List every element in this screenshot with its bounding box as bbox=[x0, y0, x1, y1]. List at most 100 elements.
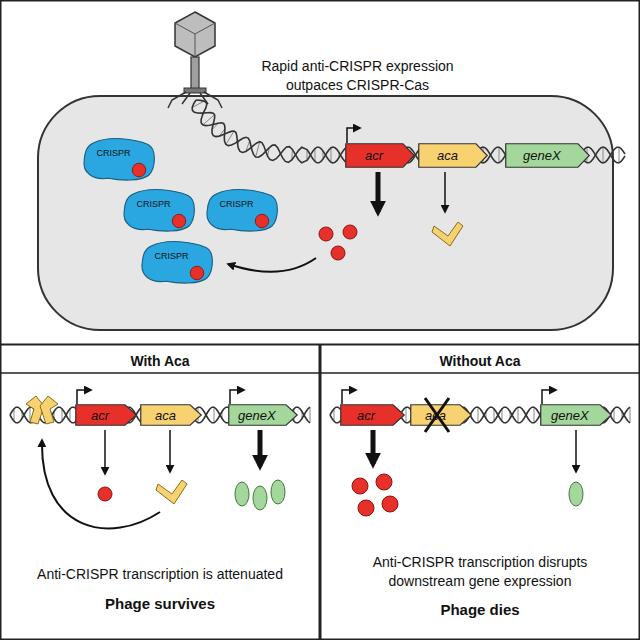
crispr-complex: CRISPR bbox=[82, 137, 157, 182]
dna-strand bbox=[330, 407, 630, 423]
gene-body bbox=[76, 405, 137, 426]
dna-strand bbox=[330, 407, 630, 423]
bound-acr-protein bbox=[255, 214, 269, 228]
complex-label: CRISPR bbox=[154, 251, 200, 275]
thick-expression-arrow bbox=[371, 430, 376, 464]
bound-acr-protein bbox=[190, 266, 204, 280]
phage-head-facet bbox=[195, 34, 196, 57]
crispr-protein bbox=[84, 139, 154, 181]
gene-arrow: aca bbox=[410, 404, 472, 426]
gene-arrow: acr bbox=[340, 404, 405, 426]
bound-acr-protein bbox=[132, 163, 146, 177]
acr-protein bbox=[376, 474, 392, 490]
panel-heading: Without Aca bbox=[320, 352, 640, 371]
dna-strand bbox=[10, 407, 310, 423]
crispr-shape bbox=[82, 137, 157, 182]
crispr-complex: CRISPR bbox=[140, 240, 215, 285]
gene-label: aca bbox=[410, 408, 446, 423]
genex-protein bbox=[569, 482, 583, 506]
dna-rung bbox=[14, 407, 310, 423]
complex-label: CRISPR bbox=[96, 148, 142, 172]
acr-protein bbox=[352, 478, 368, 494]
gene-arrow: aca bbox=[140, 404, 202, 426]
crispr-shape bbox=[205, 188, 280, 233]
crispr-protein bbox=[142, 242, 212, 284]
acr-protein bbox=[382, 496, 398, 512]
dna-helix bbox=[10, 100, 630, 423]
panel-heading: With Aca bbox=[0, 352, 320, 371]
gene-body bbox=[341, 405, 405, 426]
genex-protein bbox=[235, 482, 249, 506]
gene-arrow: aca bbox=[418, 143, 488, 168]
panel: Without AcaAnti-CRISPR transcription dis… bbox=[320, 344, 640, 640]
promoter-arrow bbox=[342, 390, 356, 404]
gene-body bbox=[506, 144, 590, 168]
gene-arrow: acr bbox=[345, 143, 415, 168]
gene-label: geneX bbox=[228, 408, 276, 423]
complex-label: CRISPR bbox=[219, 199, 265, 223]
phage-head bbox=[175, 12, 215, 57]
outcome-label: Phage dies bbox=[330, 600, 630, 620]
gene-body bbox=[141, 405, 202, 426]
feedback-arrow bbox=[42, 440, 160, 528]
thin-expression-arrow bbox=[575, 430, 577, 472]
gene-label: aca bbox=[418, 148, 458, 163]
thick-expression-arrow bbox=[376, 172, 381, 212]
gene-body bbox=[411, 405, 472, 426]
caption-text: Anti-CRISPR transcription disrupts downs… bbox=[350, 553, 610, 591]
thick-expression-arrow bbox=[258, 430, 263, 466]
thin-expression-arrow bbox=[444, 172, 446, 212]
crispr-protein bbox=[207, 190, 277, 232]
gene-arrow: acr bbox=[75, 404, 137, 426]
aca-protein bbox=[156, 480, 187, 504]
promoter-arrow bbox=[542, 390, 556, 404]
gene-body bbox=[419, 144, 488, 168]
acr-protein bbox=[343, 225, 357, 239]
thin-expression-arrow bbox=[169, 430, 171, 472]
caption-text: Anti-CRISPR transcription is attenuated bbox=[10, 565, 310, 584]
acr-protein bbox=[319, 227, 333, 241]
dna-strand bbox=[10, 407, 310, 423]
phage-head-facet bbox=[195, 23, 215, 34]
thin-expression-arrow bbox=[104, 430, 106, 474]
acr-protein bbox=[331, 246, 345, 260]
phage-baseplate bbox=[184, 88, 206, 93]
phage-tail bbox=[191, 57, 199, 89]
bound-acr-protein bbox=[172, 214, 186, 228]
promoter-arrow bbox=[77, 390, 91, 404]
bacterial-cell bbox=[38, 96, 613, 330]
gene-label: acr bbox=[345, 148, 383, 163]
phage-head-facet bbox=[175, 23, 195, 34]
header-divider bbox=[0, 372, 640, 374]
gene-label: aca bbox=[140, 408, 176, 423]
gene-body bbox=[346, 144, 415, 168]
crispr-complex: CRISPR bbox=[122, 188, 197, 233]
gene-label: acr bbox=[75, 408, 109, 423]
panel: With AcaAnti-CRISPR transcription is att… bbox=[0, 344, 320, 640]
crispr-shape bbox=[122, 188, 197, 233]
inhibition-arrow bbox=[228, 258, 316, 272]
gene-body bbox=[541, 405, 612, 426]
crispr-complex: CRISPR bbox=[205, 188, 280, 233]
gene-body bbox=[229, 405, 298, 426]
panel: Rapid anti-CRISPR expression outpaces CR… bbox=[0, 0, 640, 345]
complex-label: CRISPR bbox=[136, 199, 182, 223]
promoter-arrow bbox=[347, 128, 360, 143]
aca-protein-bound bbox=[40, 396, 58, 424]
gene-label: acr bbox=[340, 408, 375, 423]
gene-label: geneX bbox=[540, 408, 589, 423]
gene-arrow: geneX bbox=[540, 404, 612, 426]
caption-text: Rapid anti-CRISPR expression outpaces CR… bbox=[245, 57, 470, 95]
genex-protein bbox=[271, 480, 285, 504]
outcome-label: Phage survives bbox=[10, 594, 310, 614]
genex-protein bbox=[253, 486, 267, 510]
crispr-shape bbox=[140, 240, 215, 285]
crispr-protein bbox=[124, 190, 194, 232]
promoter-arrow bbox=[230, 390, 244, 404]
gene-label: geneX bbox=[505, 148, 561, 163]
gene-arrow: geneX bbox=[505, 143, 590, 168]
acr-protein bbox=[358, 500, 374, 516]
gene-arrow: geneX bbox=[228, 404, 298, 426]
